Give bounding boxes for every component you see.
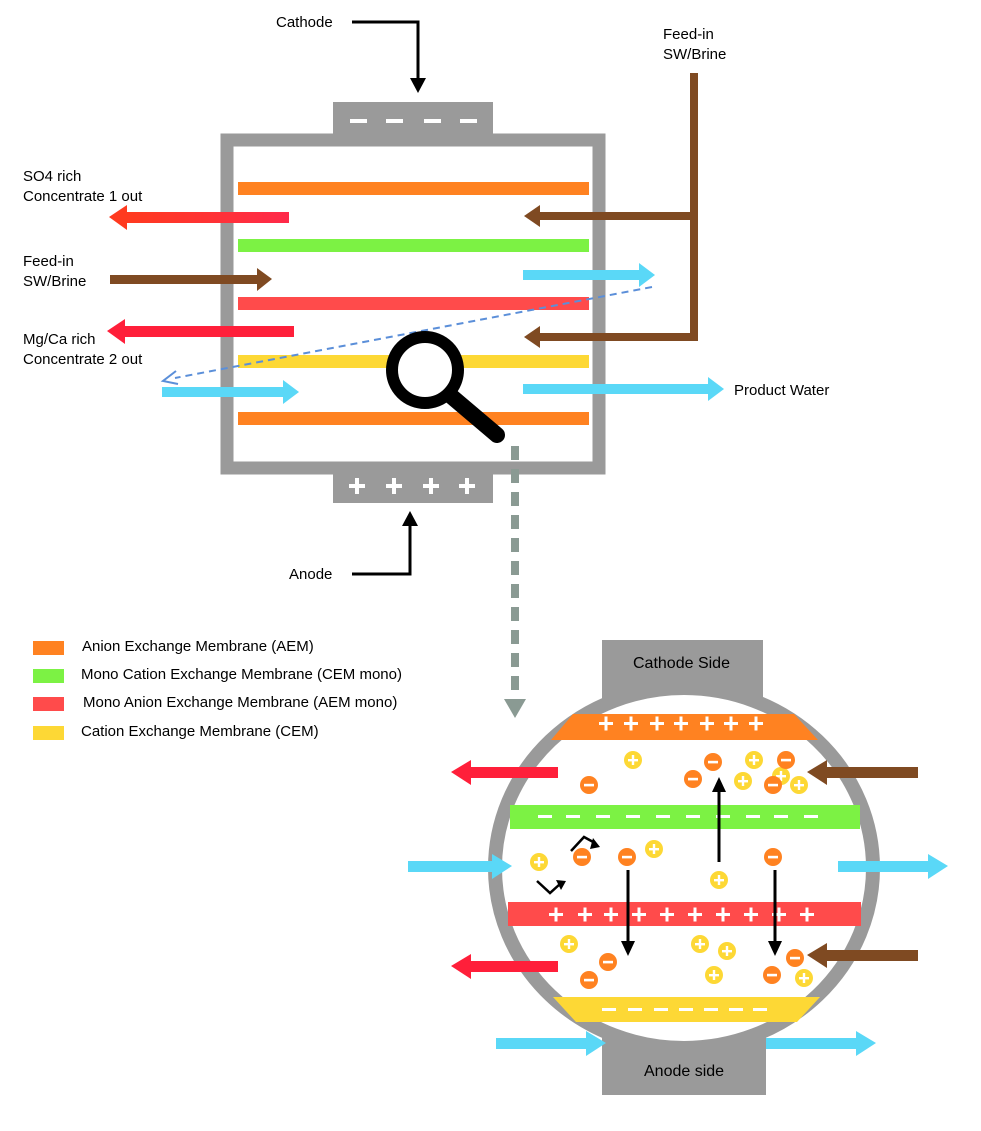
anode-pointer-arrow [352, 511, 418, 576]
feed-in-left-label: Feed-in SW/Brine [23, 253, 87, 290]
cation-icon [790, 776, 808, 794]
anion-icon [704, 753, 722, 771]
product-water-arrows [162, 263, 724, 404]
cation-icon [745, 751, 763, 769]
legend-label: Cation Exchange Membrane (CEM) [81, 723, 319, 740]
anion-icon [580, 971, 598, 989]
feed-in-pipe [524, 73, 698, 348]
so4-concentrate-arrow [109, 205, 289, 230]
feed-in-left-arrow [110, 268, 272, 291]
detail-concentrate-arrows [451, 760, 558, 979]
anion-icon [684, 770, 702, 788]
recirculation-dashed-arrow [160, 286, 653, 385]
stack-frame [220, 133, 606, 475]
cathode-side-label: Cathode Side [633, 655, 730, 672]
mgca-concentrate-arrow [107, 319, 294, 344]
cation-icon [691, 935, 709, 953]
cation-icon [718, 942, 736, 960]
detail-membrane-cem-mono [510, 805, 860, 829]
legend-swatch [33, 669, 64, 683]
legend-label: Mono Anion Exchange Membrane (AEM mono) [83, 694, 398, 711]
legend-swatch [33, 697, 64, 711]
anion-icon [786, 949, 804, 967]
legend-label: Anion Exchange Membrane (AEM) [82, 638, 314, 655]
anode-label: Anode [289, 566, 333, 583]
detail-membrane-aem-top [551, 714, 818, 740]
anion-icon [764, 848, 782, 866]
cation-icon [560, 935, 578, 953]
legend-swatch [33, 726, 64, 740]
cation-icon [645, 840, 663, 858]
legend-swatch [33, 641, 64, 655]
feed-in-top-label: Feed-in SW/Brine [663, 26, 727, 63]
anion-icon [764, 776, 782, 794]
cathode-pointer-arrow [352, 20, 426, 93]
anion-icon [599, 953, 617, 971]
cation-icon [734, 772, 752, 790]
mgca-concentrate-label: Mg/Ca rich Concentrate 2 out [23, 331, 143, 368]
detail-membrane-cem-bottom [553, 997, 820, 1022]
detail-membrane-aem-mono [508, 902, 861, 926]
anion-icon [618, 848, 636, 866]
anode-side-label: Anode side [644, 1063, 725, 1080]
cation-icon [624, 751, 642, 769]
anion-icon [573, 848, 591, 866]
anion-icon [777, 751, 795, 769]
legend-label: Mono Cation Exchange Membrane (CEM mono) [81, 666, 402, 683]
so4-concentrate-label: SO4 rich Concentrate 1 out [23, 168, 143, 205]
cation-icon [705, 966, 723, 984]
cation-icon [530, 853, 548, 871]
anion-icon [763, 966, 781, 984]
cation-icon [795, 969, 813, 987]
ions [530, 751, 813, 989]
zoom-dashed-arrow [504, 446, 526, 718]
detail-cell-ring [488, 681, 880, 1055]
detail-feed-arrows [807, 760, 918, 968]
product-water-label: Product Water [734, 382, 830, 399]
cathode-label: Cathode [276, 14, 333, 31]
magnifier-icon [386, 331, 505, 443]
membrane-aem-1 [238, 182, 589, 195]
membrane-aem-2 [238, 412, 589, 425]
membrane-aem-mono [238, 297, 589, 310]
anode-electrode [333, 469, 493, 503]
anion-icon [580, 776, 598, 794]
membrane-cem-mono [238, 239, 589, 252]
cathode-electrode [333, 102, 493, 138]
cation-icon [710, 871, 728, 889]
ion-migration-arrows [536, 777, 782, 956]
detail-product-arrows [408, 854, 948, 1056]
